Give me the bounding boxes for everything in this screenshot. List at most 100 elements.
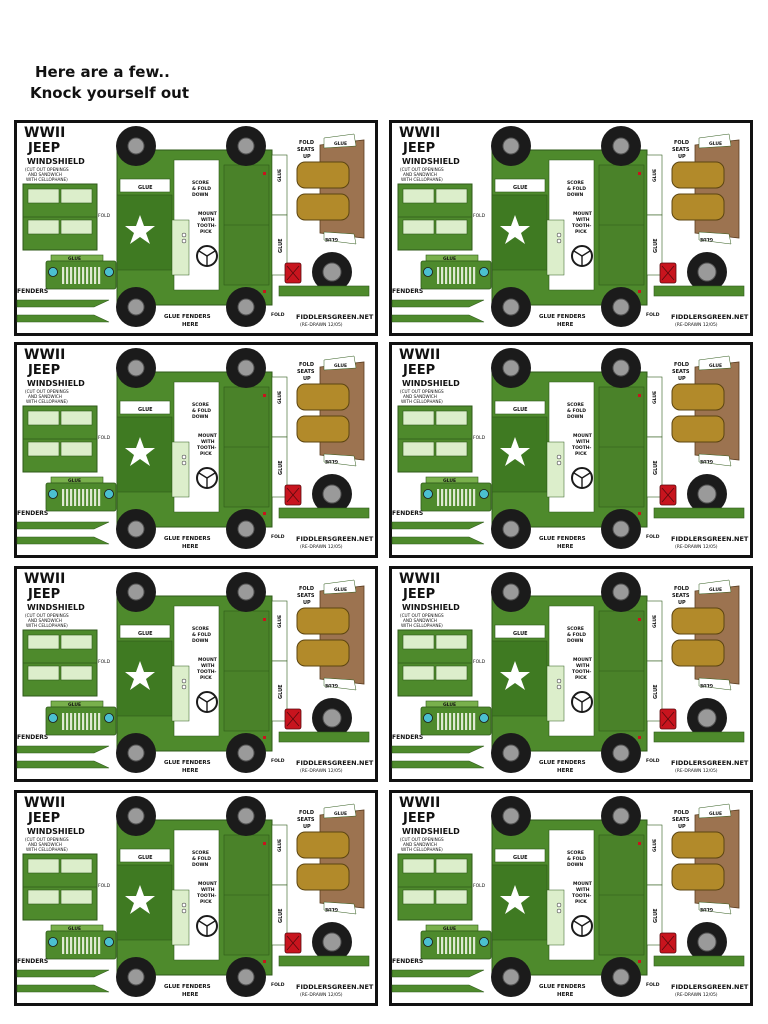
rear-strip — [653, 507, 745, 519]
fold-label-fender: FOLD — [646, 982, 660, 988]
fold-seats-2: SEATS — [672, 593, 690, 599]
wheel-icon — [601, 348, 641, 388]
windshield-label: WINDSHIELD — [402, 379, 460, 388]
star-icon — [125, 885, 155, 914]
wheel-icon — [312, 252, 352, 292]
glue-label-tarp-top: GLUE — [334, 363, 347, 369]
tarp-part — [694, 355, 740, 467]
glue-fenders-1: GLUE FENDERS — [539, 984, 586, 990]
wheel-icon — [601, 126, 641, 166]
fold-label-windshield: FOLD — [98, 659, 111, 665]
mount-label-2: WITH — [201, 217, 215, 223]
glue-label-body: GLUE — [513, 185, 528, 191]
score-fold-3: DOWN — [192, 414, 209, 420]
fold-seats-2: SEATS — [672, 817, 690, 823]
brand-label: FIDDLERSGREEN.NET — [296, 759, 374, 767]
grille-part: GLUE — [45, 254, 117, 290]
wheel-icon — [601, 572, 641, 612]
tarp-part — [694, 803, 740, 915]
redrawn-label: (RE-DRAWN 12/05) — [300, 992, 343, 998]
glue-label-side-2: GLUE — [653, 460, 659, 475]
windshield-note-3: WITH CELLOPHANE) — [26, 623, 68, 628]
glue-fenders-1: GLUE FENDERS — [539, 314, 586, 320]
rear-strip — [278, 731, 370, 743]
wheel-icon — [116, 509, 156, 549]
gas-can-icon — [659, 932, 677, 954]
headlight-icon — [423, 713, 433, 723]
glue-label-side-1: GLUE — [652, 839, 658, 852]
glue-fenders-2: HERE — [557, 544, 574, 550]
headlight-icon — [423, 267, 433, 277]
mount-label-1: MOUNT — [573, 433, 593, 439]
glue-fenders-1: GLUE FENDERS — [539, 536, 586, 542]
mount-label-3: TOOTH- — [197, 445, 217, 451]
glue-label-body: GLUE — [138, 631, 153, 637]
mount-label-4: PICK — [575, 451, 587, 457]
fender-strips — [391, 521, 485, 545]
jeep-body-part: GLUE — [491, 149, 663, 306]
tarp-part — [319, 355, 365, 467]
wheel-icon — [116, 796, 156, 836]
windshield-note-2: AND SANDWICH — [28, 394, 62, 399]
mount-label-4: PICK — [575, 899, 587, 905]
glue-fenders-2: HERE — [182, 322, 199, 328]
jeep-papercraft-sheet: WWII JEEP WINDSHIELD (CUT OUT OPENINGS A… — [389, 342, 753, 558]
title-line-2: JEEP — [402, 587, 435, 602]
fold-label-fender: FOLD — [271, 534, 285, 540]
score-fold-1: SCORE — [192, 850, 209, 856]
glue-label-body: GLUE — [138, 855, 153, 861]
glue-label-body: GLUE — [513, 407, 528, 413]
score-fold-2: & FOLD — [192, 408, 211, 414]
grille-icon — [437, 937, 476, 954]
fenders-label: FENDERS — [17, 958, 48, 965]
windshield-note-3: WITH CELLOPHANE) — [26, 177, 68, 182]
title-line-2: JEEP — [27, 811, 60, 826]
windshield-part — [397, 405, 473, 473]
fenders-label: FENDERS — [392, 734, 423, 741]
windshield-label: WINDSHIELD — [27, 603, 85, 612]
mount-label-4: PICK — [200, 899, 212, 905]
wheel-icon — [226, 796, 266, 836]
wheel-icon — [226, 572, 266, 612]
glue-label-tarp-top: GLUE — [709, 811, 722, 817]
jeep-body-part: GLUE — [491, 371, 663, 528]
fold-label-fender: FOLD — [646, 312, 660, 318]
brand-label: FIDDLERSGREEN.NET — [671, 983, 749, 991]
title-line-1: WWII — [24, 795, 65, 811]
headlight-icon — [479, 267, 489, 277]
fold-label-fender: FOLD — [271, 312, 285, 318]
fold-seats-2: SEATS — [297, 369, 315, 375]
title-line-2: JEEP — [402, 141, 435, 156]
windshield-label: WINDSHIELD — [402, 157, 460, 166]
glue-fenders-2: HERE — [557, 322, 574, 328]
glue-label-grille: GLUE — [68, 702, 81, 708]
glue-fenders-1: GLUE FENDERS — [164, 984, 211, 990]
windshield-label: WINDSHIELD — [402, 827, 460, 836]
grille-icon — [437, 713, 476, 730]
score-fold-3: DOWN — [567, 192, 584, 198]
headlight-icon — [104, 267, 114, 277]
wheel-icon — [312, 698, 352, 738]
redrawn-label: (RE-DRAWN 12/05) — [675, 768, 718, 774]
fold-seats-2: SEATS — [672, 147, 690, 153]
headlight-icon — [104, 937, 114, 947]
fold-seats-1: FOLD — [674, 586, 689, 592]
fold-label-windshield: FOLD — [473, 435, 486, 441]
star-icon — [500, 661, 530, 690]
fenders-label: FENDERS — [392, 288, 423, 295]
seat-part — [296, 161, 350, 221]
windshield-note-1: (CUT OUT OPENINGS — [25, 389, 69, 394]
mount-label-3: TOOTH- — [572, 223, 592, 229]
mount-label-2: WITH — [201, 663, 215, 669]
glue-label-grille: GLUE — [443, 478, 456, 484]
mount-label-1: MOUNT — [573, 881, 593, 887]
fender-strips — [391, 299, 485, 323]
fold-seats-3: UP — [303, 376, 311, 382]
fold-seats-1: FOLD — [674, 362, 689, 368]
redrawn-label: (RE-DRAWN 12/05) — [675, 992, 718, 998]
grille-icon — [62, 937, 101, 954]
grille-part: GLUE — [45, 924, 117, 960]
glue-label-side-1: GLUE — [277, 391, 283, 404]
fold-label-fender: FOLD — [271, 758, 285, 764]
fold-label-windshield: FOLD — [473, 659, 486, 665]
